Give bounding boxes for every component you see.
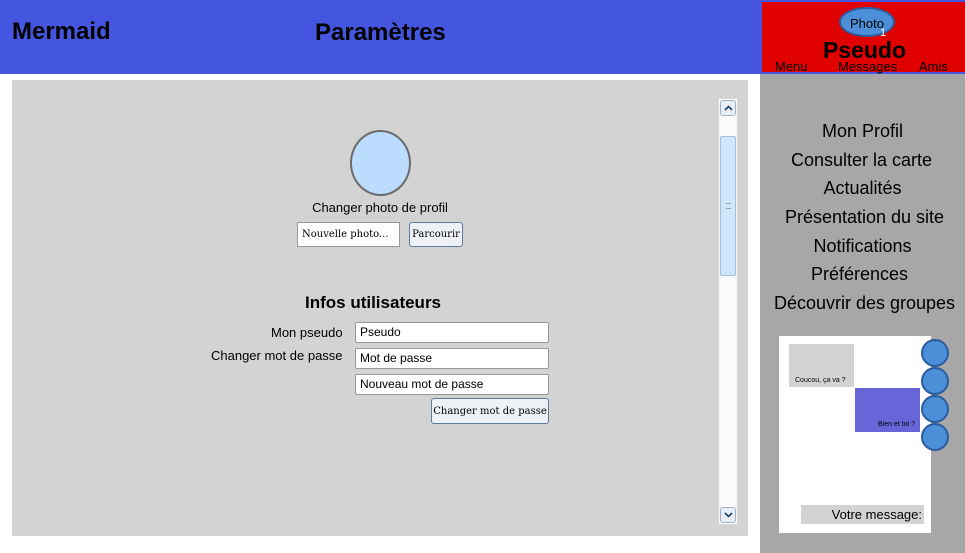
grip-icon bbox=[726, 203, 731, 209]
change-photo-label: Changer photo de profil bbox=[312, 200, 448, 215]
nav-friends-link[interactable]: Amis bbox=[919, 59, 948, 74]
sidebar-item-groupes[interactable]: Découvrir des groupes bbox=[773, 293, 956, 313]
settings-panel: Changer photo de profil Nouvelle photo..… bbox=[12, 80, 748, 536]
new-photo-input[interactable]: Nouvelle photo... bbox=[297, 222, 400, 247]
browse-button[interactable]: Parcourir bbox=[409, 222, 463, 247]
profile-pseudo: Pseudo bbox=[822, 37, 907, 63]
change-password-button[interactable]: Changer mot de passe bbox=[431, 398, 549, 424]
chat-message-received: Coucou, ça va ? bbox=[789, 344, 854, 387]
sidebar-item-notifications[interactable]: Notifications bbox=[813, 236, 912, 256]
app-title: Mermaid bbox=[12, 18, 111, 45]
page-title: Paramètres bbox=[315, 19, 446, 46]
scroll-thumb[interactable] bbox=[720, 136, 736, 276]
chat-contact-avatar-icon[interactable] bbox=[921, 367, 949, 395]
chat-contact-avatar-icon[interactable] bbox=[921, 339, 949, 367]
sidebar-item-presentation[interactable]: Présentation du site bbox=[784, 207, 945, 227]
pseudo-input[interactable]: Pseudo bbox=[355, 322, 549, 343]
profile-avatar bbox=[350, 130, 411, 196]
new-password-input[interactable]: Nouveau mot de passe bbox=[355, 374, 549, 395]
chevron-down-icon[interactable] bbox=[720, 507, 736, 523]
nav-messages-link[interactable]: Messages bbox=[838, 59, 898, 74]
profile-photo-button[interactable]: Photo bbox=[839, 7, 895, 37]
user-info-title: Infos utilisateurs bbox=[304, 293, 442, 312]
password-input[interactable]: Mot de passe bbox=[355, 348, 549, 369]
pseudo-label: Mon pseudo bbox=[271, 325, 343, 340]
nav-menu-link[interactable]: Menu bbox=[775, 59, 808, 74]
sidebar-item-actualites[interactable]: Actualités bbox=[823, 178, 902, 198]
profile-photo-label: Photo bbox=[850, 16, 884, 31]
chat-contact-avatar-icon[interactable] bbox=[921, 395, 949, 423]
right-sidebar: Mon Profil Consulter la carte Actualités… bbox=[760, 74, 965, 553]
chat-message-input[interactable]: Votre message: bbox=[801, 505, 924, 524]
sidebar-item-preferences[interactable]: Préférences bbox=[810, 264, 909, 284]
profile-box: Photo 1 Pseudo Menu Messages Amis bbox=[760, 0, 965, 74]
chevron-up-icon[interactable] bbox=[720, 100, 736, 116]
top-header: Mermaid Paramètres bbox=[0, 0, 760, 74]
chat-contact-avatar-icon[interactable] bbox=[921, 423, 949, 451]
vertical-scrollbar[interactable] bbox=[718, 98, 738, 525]
chat-widget: Coucou, ça va ? Bien et toi ? Votre mess… bbox=[779, 336, 931, 533]
chat-message-sent: Bien et toi ? bbox=[855, 388, 920, 432]
change-password-label: Changer mot de passe bbox=[211, 348, 343, 363]
sidebar-item-mon-profil[interactable]: Mon Profil bbox=[821, 121, 904, 141]
sidebar-item-carte[interactable]: Consulter la carte bbox=[790, 150, 933, 170]
notification-badge: 1 bbox=[880, 27, 887, 39]
